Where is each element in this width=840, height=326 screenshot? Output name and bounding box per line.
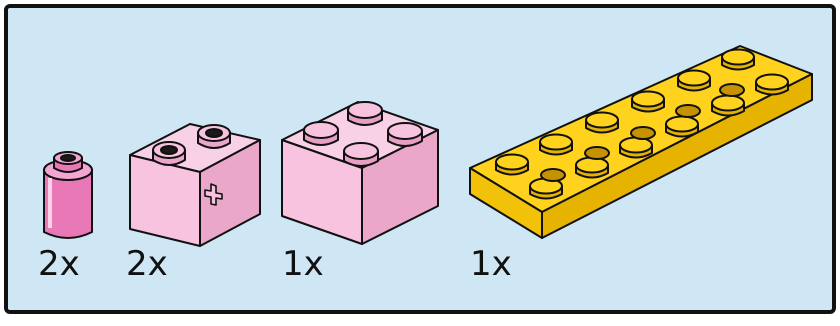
quantity-label-technic-brick: 2x — [126, 247, 168, 281]
quantity-label-round-brick: 2x — [38, 247, 80, 281]
quantity-label-technic-plate: 1x — [470, 247, 512, 281]
quantity-label-brick-2x2: 1x — [282, 247, 324, 281]
part-round-brick-icon — [44, 152, 92, 238]
